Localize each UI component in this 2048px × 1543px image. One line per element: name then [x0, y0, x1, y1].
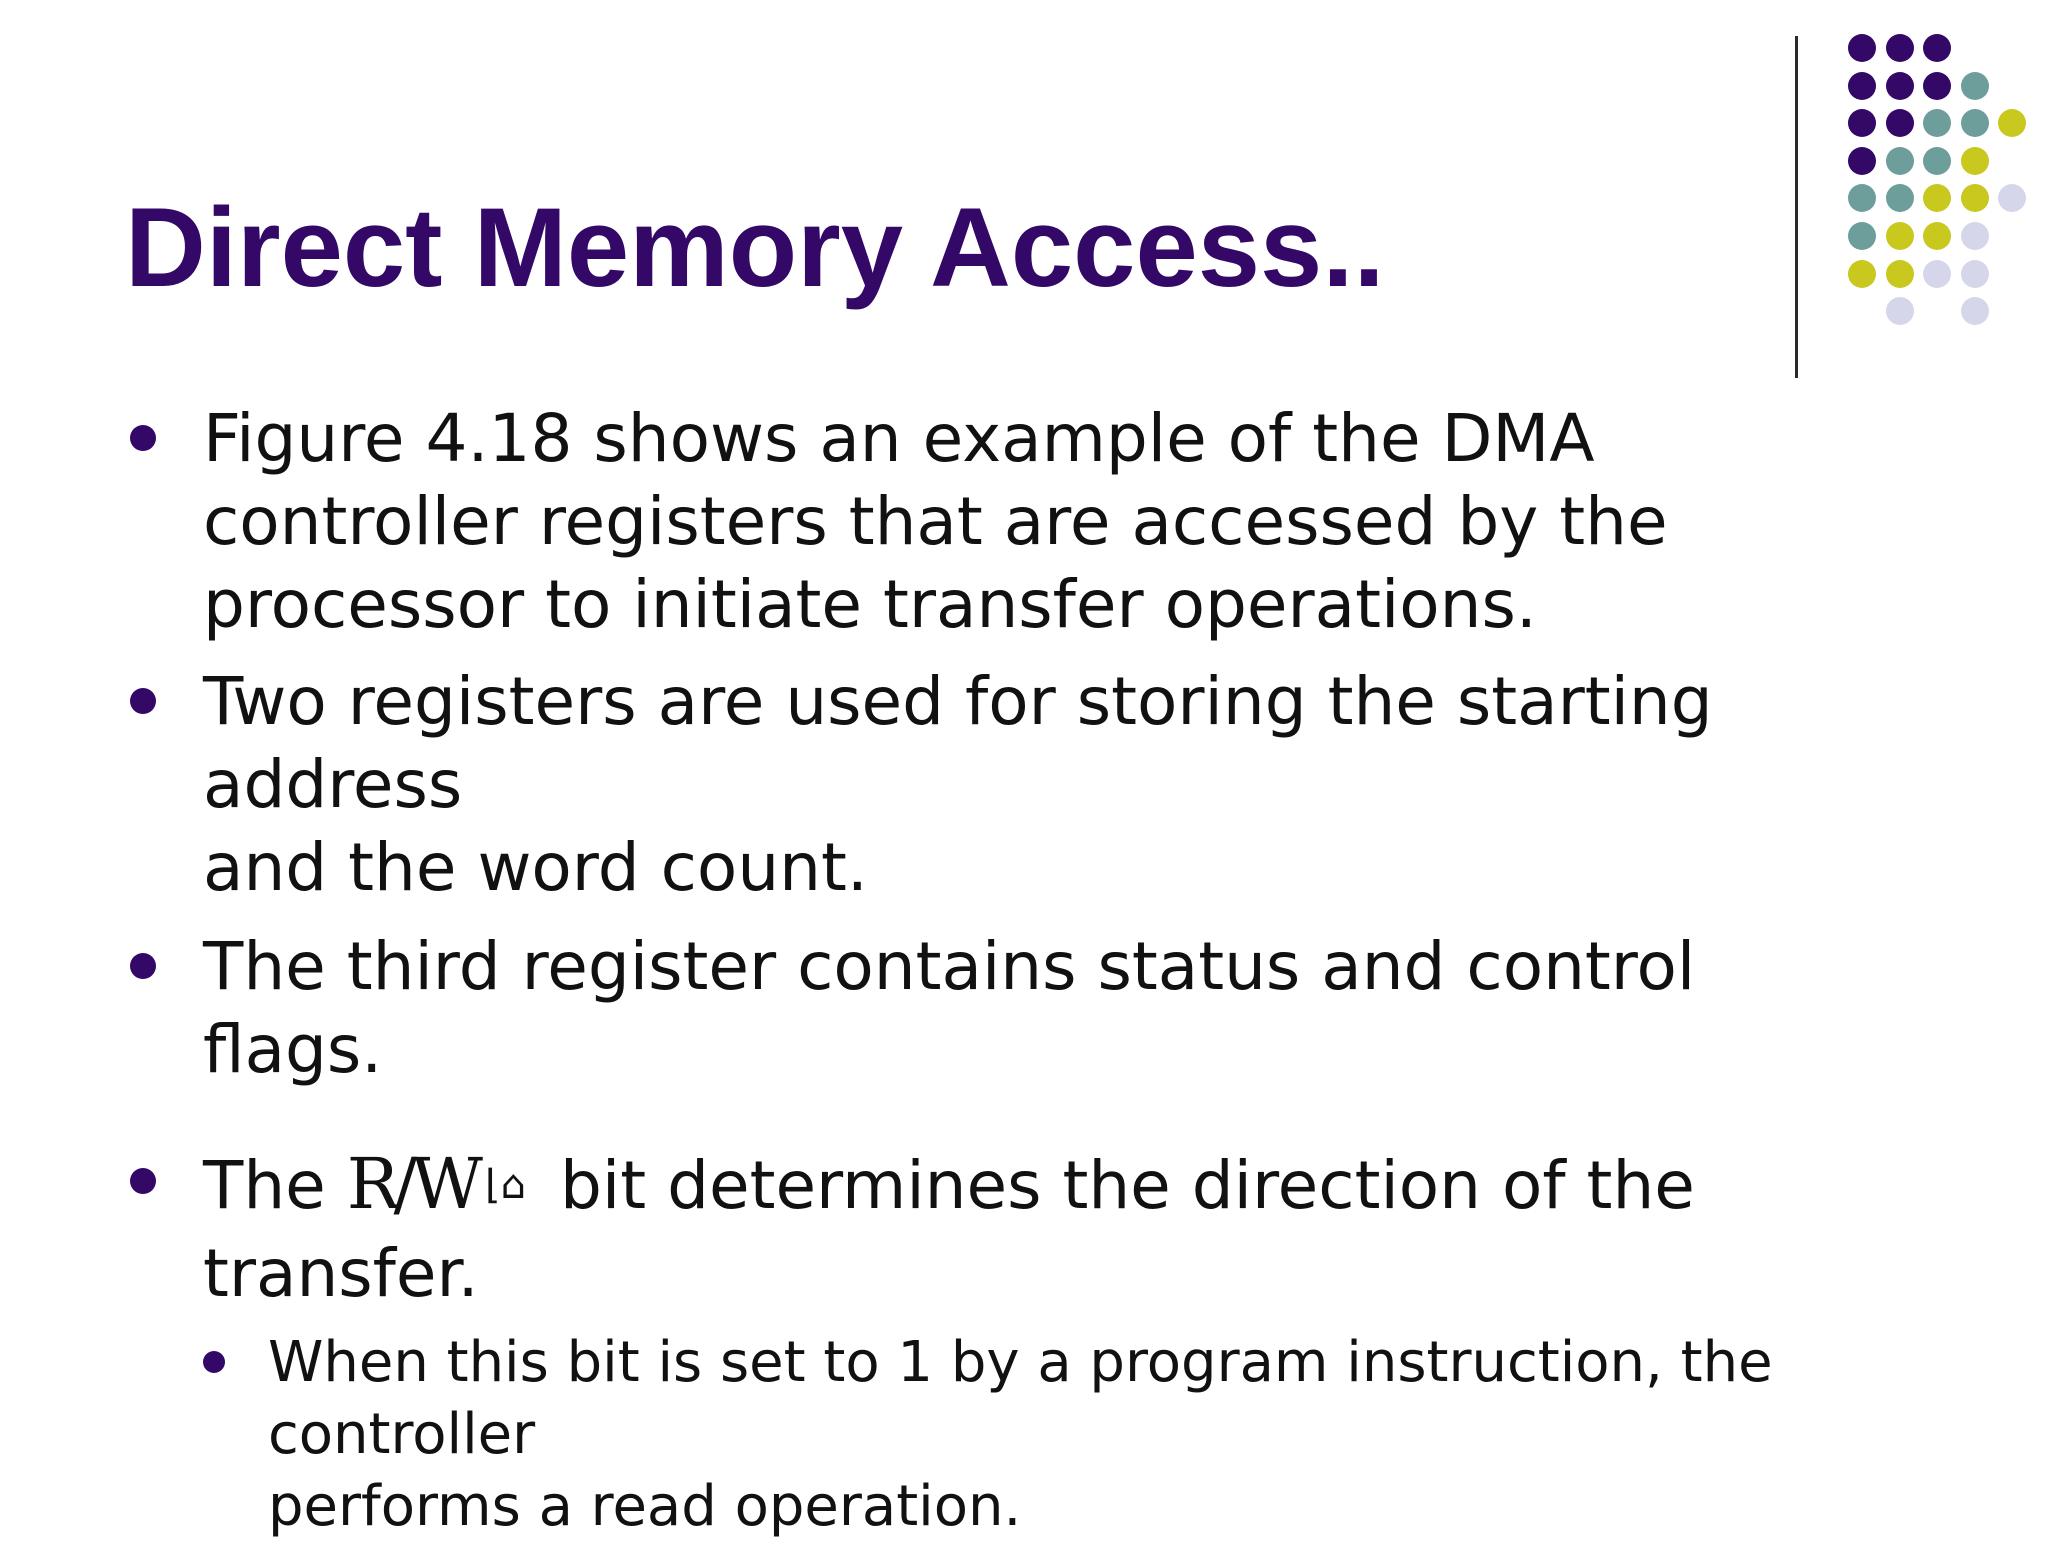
- decorative-dot: [1960, 297, 1989, 326]
- bullet-line: and the word count.: [203, 829, 868, 906]
- decorative-dot: [1848, 222, 1876, 250]
- sub-bullet-line: When this bit is set to 1 by a program i…: [268, 1330, 1773, 1395]
- decorative-dot: [1885, 259, 1914, 288]
- decorative-dot: [1848, 259, 1876, 288]
- decorative-dot: [1885, 109, 1914, 138]
- decorative-dot: [1960, 222, 1989, 250]
- decorative-dot: [1960, 71, 1989, 100]
- sub-bullet-line: controller: [268, 1402, 536, 1467]
- decorative-dot: [1923, 184, 1952, 213]
- bullet-line: Two registers are used for storing the s…: [203, 663, 1713, 740]
- bullet-line: processor to initiate transfer operation…: [203, 566, 1537, 643]
- bullet-third-register: The third register contains status and c…: [129, 925, 1696, 1091]
- slide-title: Direct Memory Access..: [125, 185, 1385, 310]
- decorative-dot: [1960, 259, 1989, 288]
- decorative-dot: [1848, 146, 1876, 175]
- bullet-prefix: The: [203, 1147, 347, 1224]
- bullet-line: transfer.: [203, 1235, 479, 1312]
- decorative-dot: [1923, 109, 1952, 138]
- decorative-dot: [1885, 71, 1914, 100]
- bullet-line: Figure 4.18 shows an example of the DMA: [203, 400, 1595, 477]
- bullet-line: controller registers that are accessed b…: [203, 483, 1668, 560]
- decorative-dot: [1998, 184, 2027, 213]
- decorative-dot: [1885, 34, 1914, 62]
- decorative-dot: [1848, 184, 1876, 213]
- decorative-dot: [1923, 34, 1952, 62]
- decorative-dot: [1960, 109, 1989, 138]
- sub-bullet-read-operation: When this bit is set to 1 by a program i…: [203, 1327, 1773, 1543]
- bullet-line: The third register contains status and c…: [203, 928, 1696, 1005]
- bullet-line: flags.: [203, 1011, 383, 1088]
- rw-overbar-glyph: ⌊⌂: [484, 1162, 526, 1208]
- bullet-line: address: [203, 746, 463, 823]
- decorative-dot: [1885, 184, 1914, 213]
- bullet-registers: Two registers are used for storing the s…: [130, 660, 1713, 909]
- decorative-dot: [1848, 71, 1876, 100]
- rw-symbol: R/W: [346, 1143, 483, 1225]
- bullet-rw-bit: The R/W⌊⌂ bit determines the direction of…: [130, 1140, 1695, 1318]
- decorative-dot: [1848, 109, 1876, 138]
- bullet-line: The R/W⌊⌂ bit determines the direction of…: [203, 1140, 1695, 1230]
- decorative-dot: [1923, 71, 1952, 100]
- decorative-dot: [1960, 146, 1989, 175]
- decorative-dot: [1848, 34, 1876, 62]
- decorative-dot: [1960, 184, 1989, 213]
- bullet-suffix: bit determines the direction of the: [559, 1147, 1695, 1224]
- decorative-dot: [1885, 146, 1914, 175]
- decorative-dot: [1885, 222, 1914, 250]
- decorative-dot: [1923, 222, 1952, 250]
- decorative-dot: [1923, 259, 1952, 288]
- vertical-divider: [1795, 36, 1798, 378]
- decorative-dot: [1923, 146, 1952, 175]
- sub-bullet-line: performs a read operation.: [268, 1474, 1022, 1539]
- decorative-dot: [1885, 297, 1914, 326]
- bullet-figure-description: Figure 4.18 shows an example of the DMA …: [130, 397, 1668, 646]
- decorative-dot: [1998, 109, 2027, 138]
